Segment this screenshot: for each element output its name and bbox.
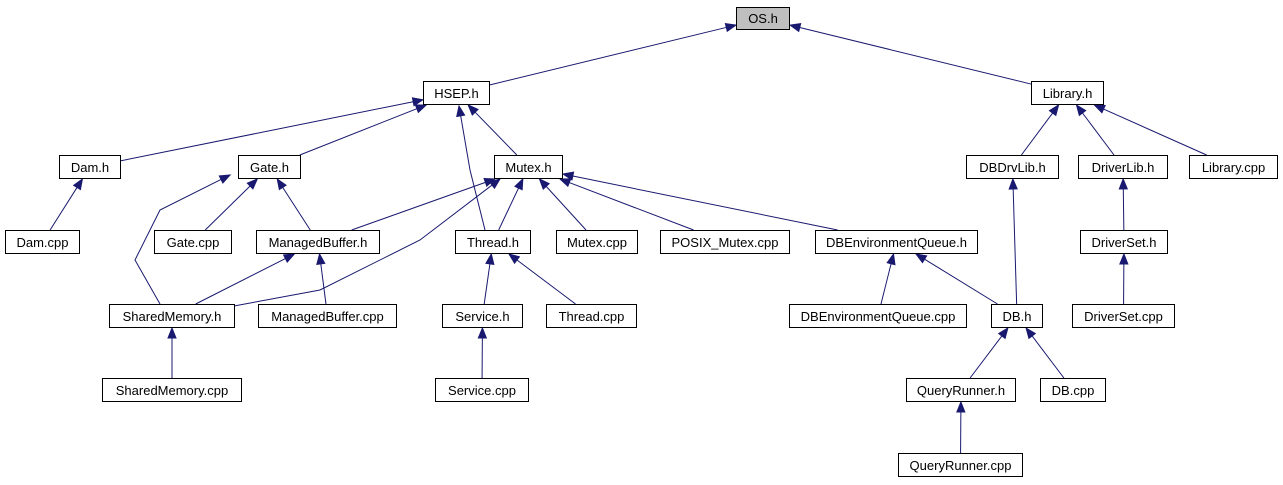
node-dam-h[interactable]: Dam.h xyxy=(59,155,121,179)
arrowhead-db_h-to-dbenvq_h xyxy=(914,253,928,264)
node-gate-h[interactable]: Gate.h xyxy=(238,155,301,179)
edge-db_h-to-dbdrvlib_h xyxy=(1012,188,1018,305)
edge-sharedmemory_h-to-gate_h xyxy=(134,179,222,305)
edge-db_h-to-dbenvq_h xyxy=(924,258,998,305)
node-dbdrvlib-h[interactable]: DBDrvLib.h xyxy=(966,155,1059,179)
edge-sharedmemory_h-to-mutex_h xyxy=(233,184,493,307)
arrowhead-queryrunner_h-to-db_h xyxy=(997,326,1009,340)
arrowhead-mutex_cpp-to-mutex_h xyxy=(538,178,551,190)
edge-driverset_h-to-driverlib_h xyxy=(1122,188,1125,231)
node-dbenvironmentqueue-cpp[interactable]: DBEnvironmentQueue.cpp xyxy=(789,304,967,328)
node-sharedmemory-cpp[interactable]: SharedMemory.cpp xyxy=(102,378,242,402)
node-mutex-cpp[interactable]: Mutex.cpp xyxy=(556,230,638,254)
arrowhead-service_cpp-to-service_h xyxy=(477,326,488,339)
arrowhead-sharedmemory_h-to-gate_h xyxy=(218,174,232,184)
node-sharedmemory-h[interactable]: SharedMemory.h xyxy=(109,304,235,328)
node-driverset-h[interactable]: DriverSet.h xyxy=(1080,230,1168,254)
edge-queryrunner_h-to-db_h xyxy=(969,335,1003,379)
edge-library_cpp-to-library_h xyxy=(1103,108,1207,156)
edge-gate_cpp-to-gate_h xyxy=(204,185,251,231)
edge-gate_h-to-hsep xyxy=(299,108,418,156)
node-driverlib-h[interactable]: DriverLib.h xyxy=(1078,155,1168,179)
arrowhead-library_h-to-os xyxy=(788,22,802,33)
arrowhead-mutex_h-to-hsep xyxy=(467,104,479,116)
node-thread-h[interactable]: Thread.h xyxy=(455,230,531,254)
node-db-h[interactable]: DB.h xyxy=(991,304,1043,328)
edge-thread_h-to-mutex_h xyxy=(498,187,519,231)
edge-managedbuffer_h-to-gate_h xyxy=(282,187,311,231)
arrowhead-queryrunner_cpp-to-queryrunner_h xyxy=(956,400,966,413)
arrowhead-driverset_h-to-driverlib_h xyxy=(1118,177,1129,190)
edge-managedbuffer_h-to-mutex_h xyxy=(351,181,486,231)
arrowhead-managedbuffer_cpp-to-managedbuffer_h xyxy=(316,252,326,266)
arrowhead-sharedmemory_h-to-mutex_h xyxy=(488,178,502,190)
edge-sharedmemory_h-to-managedbuffer_h xyxy=(195,258,286,305)
node-posix-mutex-cpp[interactable]: POSIX_Mutex.cpp xyxy=(660,230,790,254)
node-service-h[interactable]: Service.h xyxy=(442,304,523,328)
node-queryrunner-cpp[interactable]: QueryRunner.cpp xyxy=(898,453,1023,477)
arrowhead-thread_h-to-hsep xyxy=(456,104,466,118)
arrowhead-thread_h-to-mutex_h xyxy=(514,177,524,191)
edge-db_cpp-to-db_h xyxy=(1031,335,1065,379)
node-gate-cpp[interactable]: Gate.cpp xyxy=(154,230,232,254)
node-thread-cpp[interactable]: Thread.cpp xyxy=(546,304,637,328)
arrowhead-managedbuffer_h-to-gate_h xyxy=(276,177,287,191)
node-managedbuffer-cpp[interactable]: ManagedBuffer.cpp xyxy=(258,304,397,328)
arrowhead-dbdrvlib_h-to-library_h xyxy=(1048,103,1060,117)
arrowhead-driverset_cpp-to-driverset_h xyxy=(1119,252,1129,265)
edge-dam_cpp-to-dam_h xyxy=(49,187,78,231)
edge-service_h-to-thread_h xyxy=(483,263,491,305)
arrowhead-dbenvq_h-to-mutex_h xyxy=(561,171,575,181)
edge-thread_cpp-to-thread_h xyxy=(516,259,576,305)
arrowhead-service_h-to-thread_h xyxy=(485,252,495,266)
edge-thread_h-to-hsep xyxy=(460,115,486,231)
edge-mutex_cpp-to-mutex_h xyxy=(545,186,587,231)
node-os-h[interactable]: OS.h xyxy=(736,7,790,30)
node-library-h[interactable]: Library.h xyxy=(1031,81,1104,105)
arrowhead-sharedmemory_h-to-managedbuffer_h xyxy=(282,253,296,263)
arrowhead-hsep-to-os xyxy=(724,22,738,33)
edge-driverlib_h-to-library_h xyxy=(1082,112,1115,156)
arrowhead-library_cpp-to-library_h xyxy=(1093,104,1106,114)
arrowhead-driverlib_h-to-library_h xyxy=(1075,103,1087,117)
arrowhead-posix_mutex_cpp-to-mutex_h xyxy=(558,178,572,188)
edge-managedbuffer_cpp-to-managedbuffer_h xyxy=(320,263,327,305)
edge-dam_h-to-hsep xyxy=(120,101,414,162)
node-driverset-cpp[interactable]: DriverSet.cpp xyxy=(1072,304,1175,328)
edge-dbdrvlib_h-to-library_h xyxy=(1021,112,1054,156)
edge-mutex_h-to-hsep xyxy=(474,111,518,156)
arrowhead-dam_h-to-hsep xyxy=(411,97,425,107)
arrowhead-gate_cpp-to-gate_h xyxy=(246,178,259,190)
arrowhead-sharedmemory_cpp-to-sharedmemory_h xyxy=(167,326,177,339)
edge-dbenvq_h-to-mutex_h xyxy=(572,175,838,231)
edge-library_h-to-os xyxy=(799,26,1032,85)
arrowhead-db_cpp-to-db_h xyxy=(1025,326,1037,340)
node-db-cpp[interactable]: DB.cpp xyxy=(1040,378,1106,402)
arrowhead-db_h-to-dbdrvlib_h xyxy=(1008,177,1018,190)
node-hsep-h[interactable]: HSEP.h xyxy=(423,81,490,105)
edge-dbenvq_cpp-to-dbenvq_h xyxy=(880,263,892,305)
node-dbenvironmentqueue-h[interactable]: DBEnvironmentQueue.h xyxy=(815,230,978,254)
arrowhead-gate_h-to-hsep xyxy=(414,104,428,114)
node-library-cpp[interactable]: Library.cpp xyxy=(1189,155,1278,179)
node-managedbuffer-h[interactable]: ManagedBuffer.h xyxy=(256,230,380,254)
edge-hsep-to-os xyxy=(489,26,727,86)
node-queryrunner-h[interactable]: QueryRunner.h xyxy=(906,378,1016,402)
arrowhead-dbenvq_cpp-to-dbenvq_h xyxy=(886,252,896,266)
arrowhead-thread_cpp-to-thread_h xyxy=(507,253,521,265)
arrowhead-dam_cpp-to-dam_h xyxy=(72,177,84,191)
node-dam-cpp[interactable]: Dam.cpp xyxy=(5,230,80,254)
node-mutex-h[interactable]: Mutex.h xyxy=(494,155,563,179)
node-service-cpp[interactable]: Service.cpp xyxy=(435,378,529,402)
edge-posix_mutex_cpp-to-mutex_h xyxy=(569,182,694,231)
